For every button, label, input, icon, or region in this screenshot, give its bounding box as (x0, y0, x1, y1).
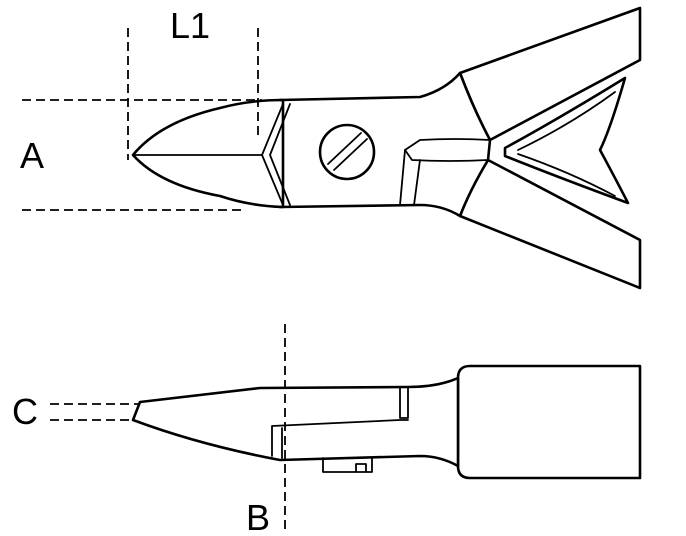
jaw-bevel-lower (261, 154, 284, 206)
jaw-bevel-back (269, 103, 291, 206)
spring-inner-line (517, 91, 616, 151)
jaw-bevel-upper (261, 103, 284, 156)
screw-slot (327, 132, 368, 171)
joint-recess-line (404, 138, 491, 151)
box-joint-line (399, 387, 409, 419)
joint-recess-line-2 (404, 149, 489, 162)
dimension-label-l1: L1 (170, 5, 210, 46)
handle-profile (456, 364, 642, 480)
box-joint-step (271, 419, 409, 457)
cutting-jaws (131, 98, 285, 209)
joint-step-line-2 (413, 159, 421, 206)
pliers-bottom-view (50, 324, 642, 530)
pliers-top-view (22, 6, 642, 290)
dimension-label-b: B (246, 497, 270, 536)
dimension-label-a: A (20, 135, 44, 176)
pliers-joint-body (278, 71, 492, 218)
return-spring (503, 76, 630, 205)
jaw-tip-line (132, 401, 141, 421)
dimension-label-c: C (12, 391, 38, 432)
spring-tab (322, 457, 373, 473)
spring-inner-line-2 (517, 153, 616, 197)
joint-step-line (399, 149, 406, 206)
jaw-profile (131, 376, 460, 468)
pivot-screw (318, 123, 376, 181)
